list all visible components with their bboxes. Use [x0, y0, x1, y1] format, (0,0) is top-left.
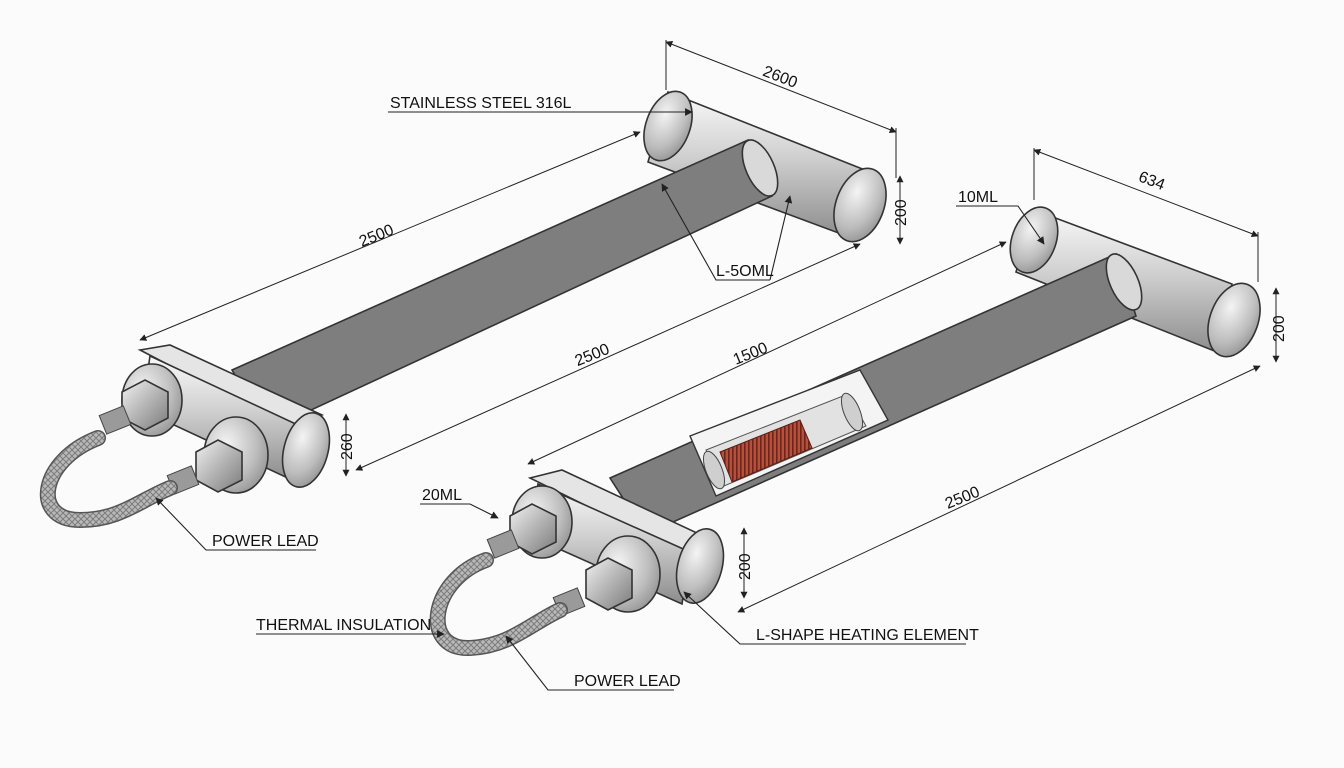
label-l-50ml: L-5OML [716, 263, 774, 280]
callout-labels: STAINLESS STEEL 316L L-5OML 10ML 20ML PO… [212, 95, 998, 690]
right-terminal-upper [486, 485, 573, 559]
dim-right-crossbar: 634 [1136, 169, 1167, 194]
dim-left-crossbar: 2600 [760, 63, 799, 92]
dim-left-end: 200 [893, 199, 910, 226]
dim-left-mid: 2500 [573, 341, 612, 370]
label-power-lead-right: POWER LEAD [574, 673, 681, 690]
right-long-tube [608, 252, 1143, 536]
dim-right-flange: 200 [737, 553, 754, 580]
label-20ml: 20ML [422, 487, 462, 504]
dim-right-lower: 2500 [943, 484, 982, 513]
left-power-lead-cable [39, 430, 178, 529]
cutaway-section [689, 369, 889, 497]
label-10ml: 10ML [958, 189, 998, 206]
label-thermal-insulation: THERMAL INSULATION [256, 617, 431, 634]
label-heating-element: L-SHAPE HEATING ELEMENT [756, 627, 979, 644]
dim-right-upper: 1500 [731, 340, 770, 369]
leader-lines [155, 108, 1045, 691]
right-power-lead-cable [429, 552, 568, 656]
label-power-lead-left: POWER LEAD [212, 533, 319, 550]
dim-left-long-tube: 2500 [357, 222, 396, 251]
dim-left-flange: 260 [339, 433, 356, 460]
left-flange [137, 344, 331, 488]
left-long-tube [230, 138, 779, 432]
left-terminal-upper [98, 363, 183, 437]
label-material: STAINLESS STEEL 316L [390, 95, 572, 112]
left-terminal-lower [166, 416, 269, 495]
dim-right-end: 200 [1271, 315, 1288, 342]
dimension-lines [139, 40, 1280, 613]
